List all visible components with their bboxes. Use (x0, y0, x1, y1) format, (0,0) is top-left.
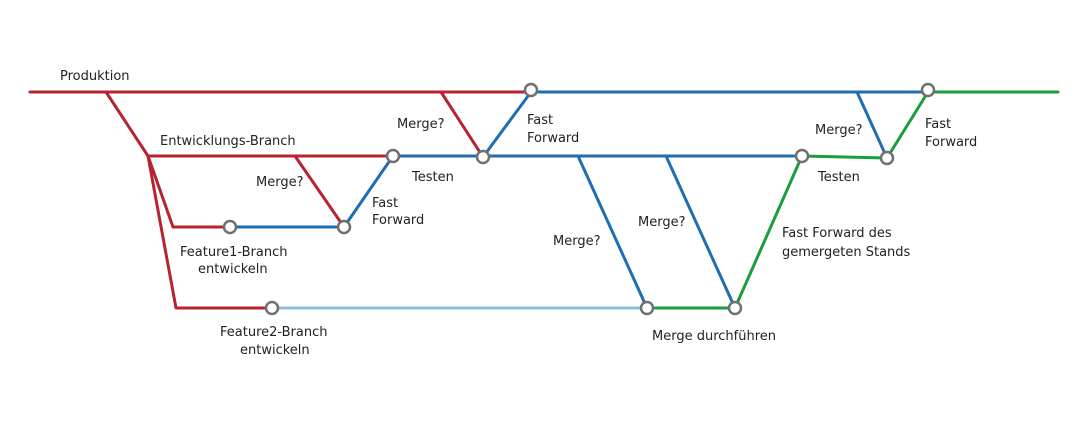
label-feature1-line2: entwickeln (198, 262, 268, 277)
fast-forward-feature1 (342, 154, 395, 229)
label-merge-question: Merge? (397, 117, 444, 132)
fast-forward-production-2 (885, 90, 930, 160)
label-fast: Fast (372, 196, 398, 211)
merge-question-prod-dev (439, 90, 485, 159)
label-fast: Fast (925, 117, 951, 132)
label-merge-question: Merge? (553, 234, 600, 249)
commit-node (475, 149, 491, 165)
commit-node (920, 82, 936, 98)
fast-forward-merged (733, 154, 804, 310)
label-merge-durchfuehren: Merge durchführen (652, 329, 776, 344)
commit-node (794, 148, 810, 164)
green-lines (645, 90, 1060, 310)
label-ff-merged-line1: Fast Forward des (782, 226, 892, 241)
commit-node (385, 148, 401, 164)
label-feature2-line1: Feature2-Branch (220, 325, 327, 340)
fast-forward-production (481, 90, 533, 159)
commit-node (264, 300, 280, 316)
nodes (222, 82, 936, 316)
merge-question-prod-dev-2 (855, 90, 889, 160)
commit-node (222, 219, 238, 235)
merge-question-dev-feature1 (293, 154, 346, 229)
commit-node (523, 82, 539, 98)
label-produktion: Produktion (60, 69, 130, 84)
commit-node (879, 150, 895, 166)
development-line-green (800, 154, 889, 160)
label-feature2-line2: entwickeln (240, 343, 310, 358)
label-entwicklungs-branch: Entwicklungs-Branch (160, 134, 296, 149)
label-feature1-line1: Feature1-Branch (180, 245, 287, 260)
feature1-branch-red (146, 154, 232, 229)
label-merge-question: Merge? (638, 215, 685, 230)
feature2-branch-red (146, 154, 274, 310)
label-testen: Testen (817, 170, 860, 185)
label-ff-merged-line2: gemergeten Stands (782, 245, 911, 260)
red-lines (28, 90, 533, 310)
commit-node (336, 219, 352, 235)
label-testen: Testen (411, 170, 454, 185)
label-forward: Forward (925, 135, 977, 150)
label-fast: Fast (527, 113, 553, 128)
blue-lines (228, 90, 930, 310)
commit-node (727, 300, 743, 316)
commit-node (639, 300, 655, 316)
branch-off-production (104, 90, 150, 158)
label-forward: Forward (372, 213, 424, 228)
merge-question-dev-feature2-b (664, 154, 737, 310)
label-merge-question: Merge? (815, 123, 862, 138)
label-merge-question: Merge? (256, 175, 303, 190)
labels: Produktion Entwicklungs-Branch Merge? Fa… (60, 69, 977, 358)
label-forward: Forward (527, 131, 579, 146)
merge-question-dev-feature2-a (576, 154, 649, 310)
